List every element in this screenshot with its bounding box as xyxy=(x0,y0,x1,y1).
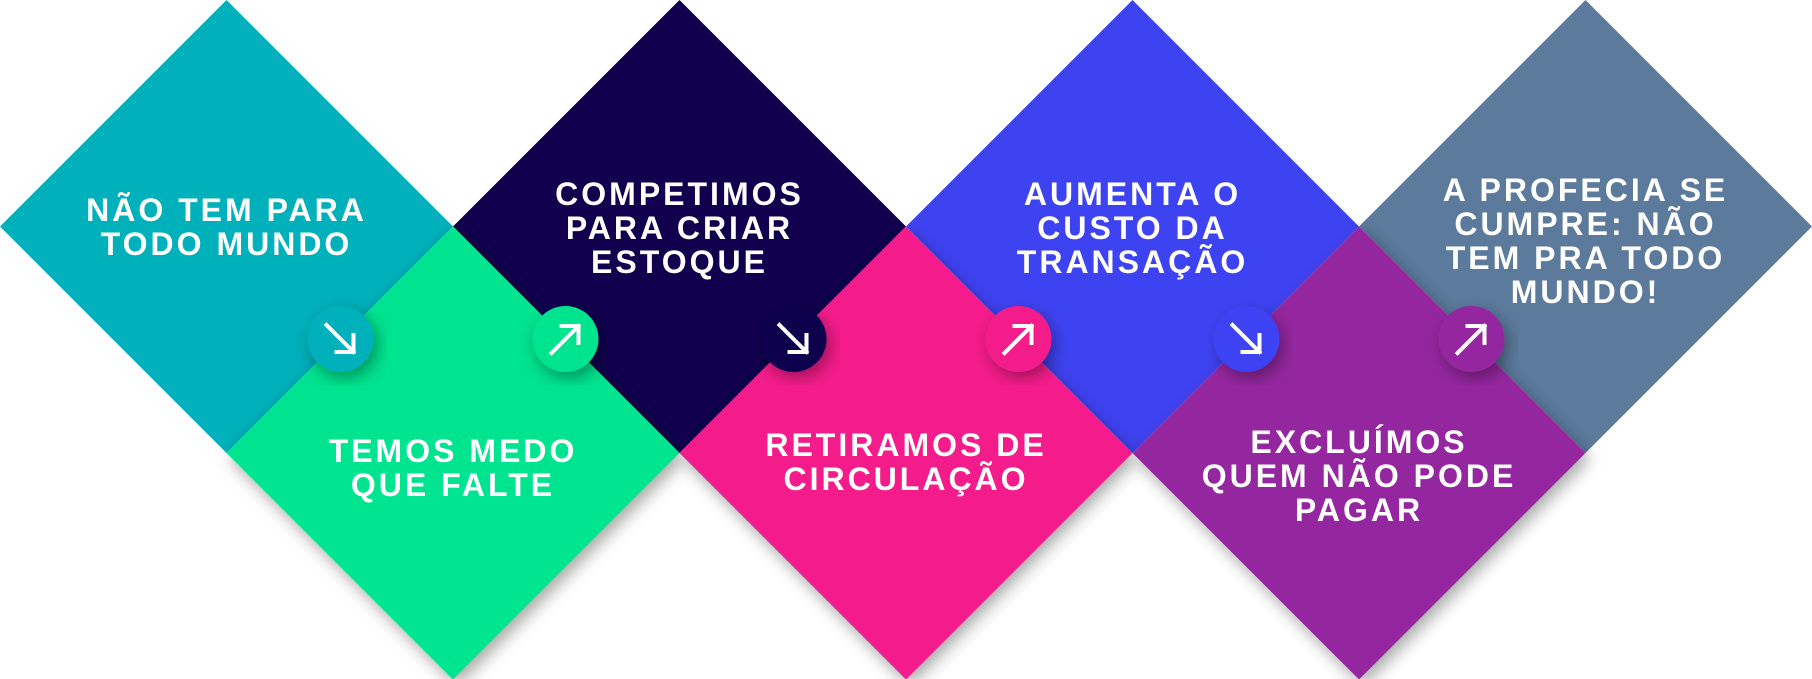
step-label-line: QUEM NÃO PODE xyxy=(1201,458,1517,494)
step-label-line: ESTOQUE xyxy=(591,243,768,280)
step-label-line: CUMPRE: NÃO xyxy=(1454,205,1717,242)
step-label-line: TEM PRA TODO xyxy=(1445,239,1726,276)
arrow-down-right-icon xyxy=(307,306,374,372)
step-label-line: TODO MUNDO xyxy=(100,225,353,262)
diamond-step-6 xyxy=(1132,226,1586,679)
arrow-up-right-icon xyxy=(1438,306,1505,372)
step-label-line: TEMOS MEDO xyxy=(328,433,578,469)
step-label-line: NÃO TEM PARA xyxy=(86,191,367,228)
step-label-line: TRANSAÇÃO xyxy=(1016,243,1249,280)
step-label-line: PARA CRIAR xyxy=(565,209,794,246)
step-label-line: CUSTO DA xyxy=(1037,209,1228,246)
step-label-line: COMPETIMOS xyxy=(555,175,804,212)
diamond-step-2 xyxy=(226,226,680,679)
step-label-line: PAGAR xyxy=(1294,492,1424,528)
arrow-down-right-icon xyxy=(760,306,827,372)
step-label-line: EXCLUÍMOS xyxy=(1250,424,1468,460)
step-label-line: MUNDO! xyxy=(1510,273,1661,310)
step-label-line: RETIRAMOS DE xyxy=(765,427,1047,463)
step-label-line: CIRCULAÇÃO xyxy=(783,461,1029,497)
arrow-down-right-icon xyxy=(1213,306,1280,372)
diamond-step-4 xyxy=(679,226,1133,679)
step-label-line: QUE FALTE xyxy=(350,467,556,503)
arrow-up-right-icon xyxy=(532,306,599,372)
step-label-line: AUMENTA O xyxy=(1023,175,1242,212)
step-label-line: A PROFECIA SE xyxy=(1442,171,1729,208)
arrow-up-right-icon xyxy=(985,306,1052,372)
